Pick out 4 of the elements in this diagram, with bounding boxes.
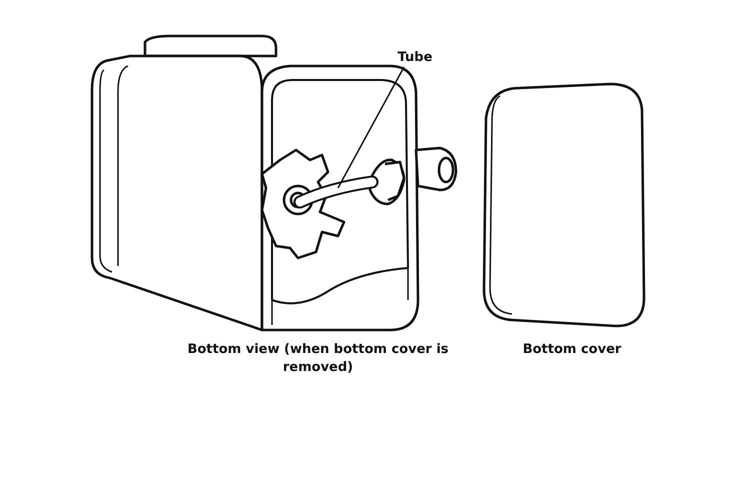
callout-label: Tube [392, 49, 438, 67]
caption-text: Bottom view (when bottom cover is removed) [186, 341, 450, 377]
tube-drawing [294, 176, 378, 208]
caption-text: Bottom cover [522, 341, 622, 359]
